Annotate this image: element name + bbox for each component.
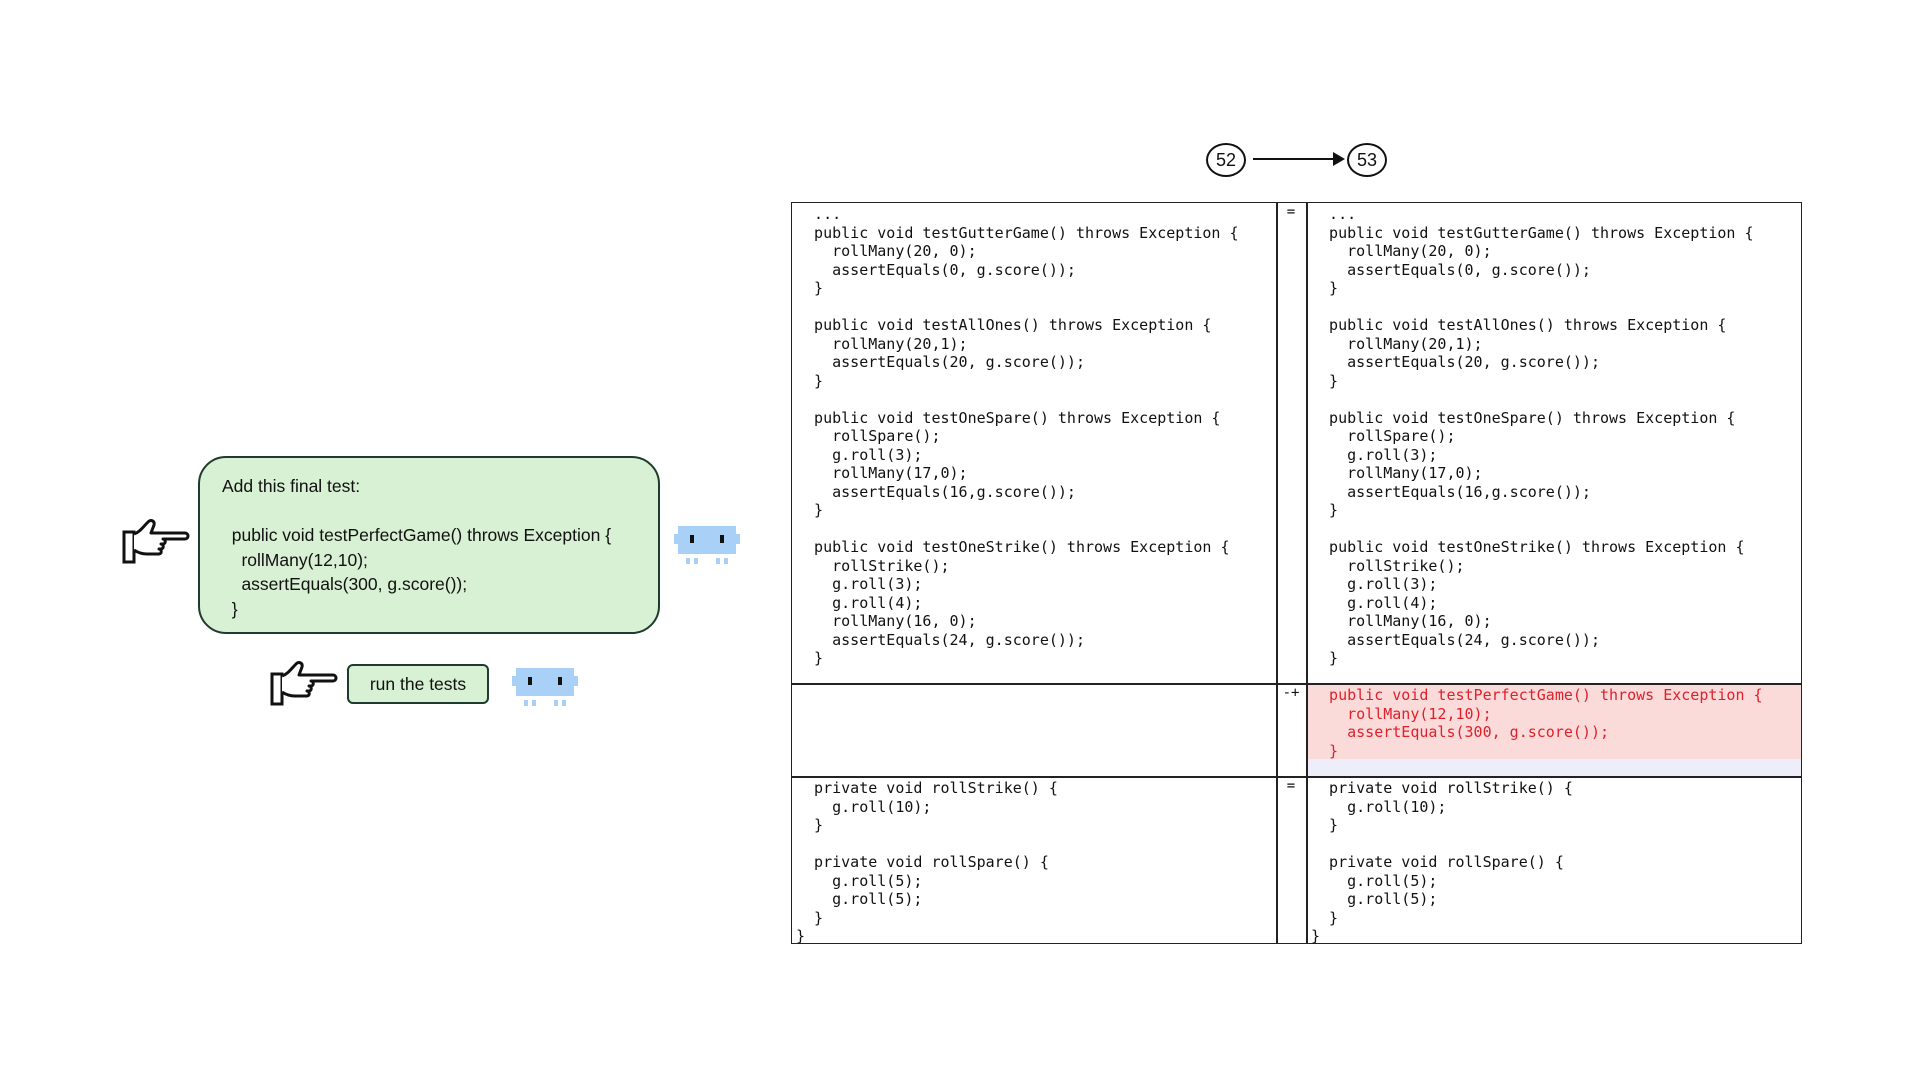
run-tests-button[interactable]: run the tests [347, 664, 489, 704]
column-divider [1276, 203, 1278, 943]
prompt-line: public void testPerfectGame() throws Exc… [222, 525, 612, 545]
added-highlight [1308, 685, 1801, 759]
diff-marker-equal: = [1286, 778, 1296, 794]
column-divider [1306, 203, 1308, 943]
code-left-block3: private void rollStrike() { g.roll(10); … [796, 779, 1058, 945]
row-divider [792, 683, 1801, 685]
pointing-hand-icon [268, 660, 338, 710]
version-arrow [1253, 152, 1345, 166]
version-to: 53 [1347, 143, 1387, 177]
prompt-line: Add this final test: [222, 476, 361, 496]
version-from: 52 [1206, 143, 1246, 177]
pointing-hand-icon [120, 518, 190, 568]
robot-icon [672, 520, 742, 570]
prompt-line: assertEquals(300, g.score()); [222, 574, 468, 594]
added-padding [1308, 759, 1801, 776]
robot-icon [510, 662, 580, 712]
code-right-added: public void testPerfectGame() throws Exc… [1329, 686, 1763, 760]
code-right-block1: ... public void testGutterGame() throws … [1329, 205, 1754, 667]
row-divider [792, 776, 1801, 778]
code-right-block3: private void rollStrike() { g.roll(10); … [1311, 779, 1573, 945]
diff-table: = ... public void testGutterGame() throw… [791, 202, 1802, 945]
code-left-block1: ... public void testGutterGame() throws … [814, 205, 1239, 667]
diff-marker-change: -+ [1282, 685, 1300, 701]
prompt-line: rollMany(12,10); [222, 549, 368, 570]
prompt-line [222, 499, 636, 524]
diff-marker-equal: = [1286, 204, 1296, 220]
prompt-bubble: Add this final test: public void testPer… [198, 456, 660, 634]
prompt-line: } [222, 598, 238, 619]
